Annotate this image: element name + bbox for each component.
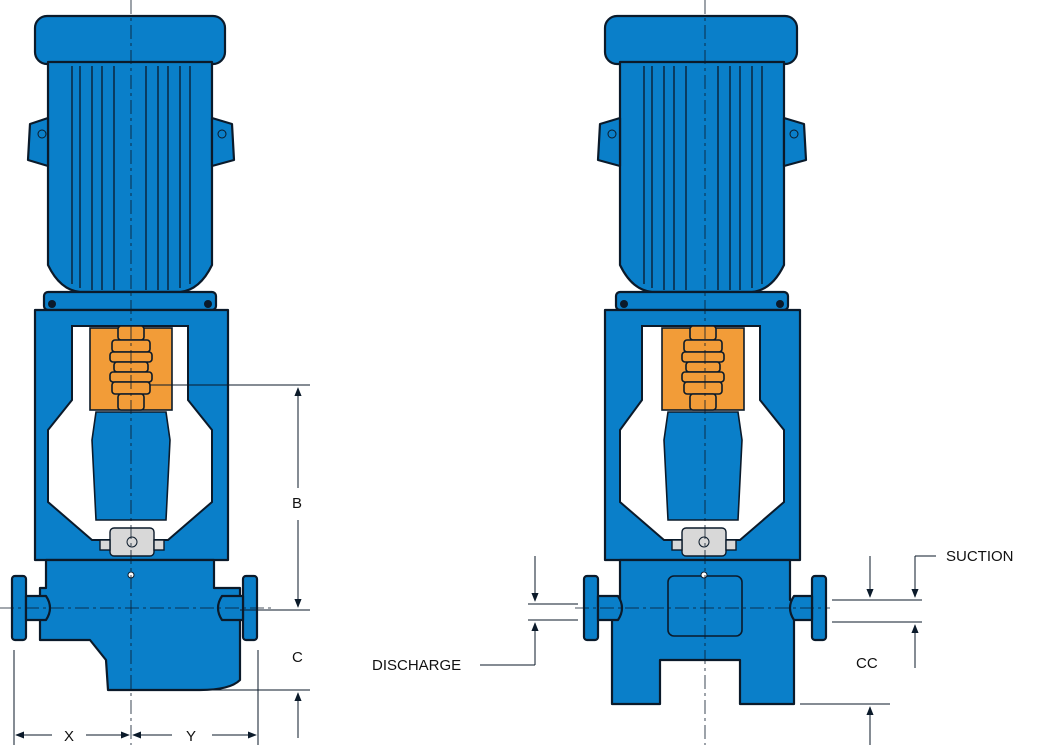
left-motor-lug-left (26, 116, 50, 168)
right-motor-fins (643, 66, 763, 290)
right-seal (671, 527, 737, 557)
left-pump-casing (38, 558, 242, 692)
left-motor-flange (42, 290, 218, 312)
right-pump (575, 0, 830, 745)
left-shaft-housing (91, 411, 171, 521)
right-motor-lug-right (782, 116, 808, 168)
discharge-label: DISCHARGE (372, 657, 461, 674)
left-motor-fins (71, 66, 191, 290)
left-seal (99, 527, 165, 557)
left-motor-lug-right (210, 116, 236, 168)
left-pump (0, 0, 275, 745)
left-dimensions: B C X Y (13, 384, 310, 745)
dimension-y-label: Y (186, 728, 196, 745)
left-coupling (109, 325, 153, 411)
right-motor-flange (614, 290, 790, 312)
right-coupling (681, 325, 725, 411)
dimension-cc-label: CC (856, 655, 878, 672)
right-motor-lug-left (596, 116, 622, 168)
suction-label: SUCTION (946, 548, 1014, 565)
right-dimensions: DISCHARGE SUCTION CC (372, 548, 1014, 745)
dimension-c-label: C (292, 649, 303, 666)
dimension-x-label: X (64, 728, 74, 745)
dimension-b-label: B (292, 495, 302, 512)
left-motor-cap (33, 14, 227, 66)
right-motor-cap (603, 14, 799, 66)
right-shaft-housing (663, 411, 743, 521)
